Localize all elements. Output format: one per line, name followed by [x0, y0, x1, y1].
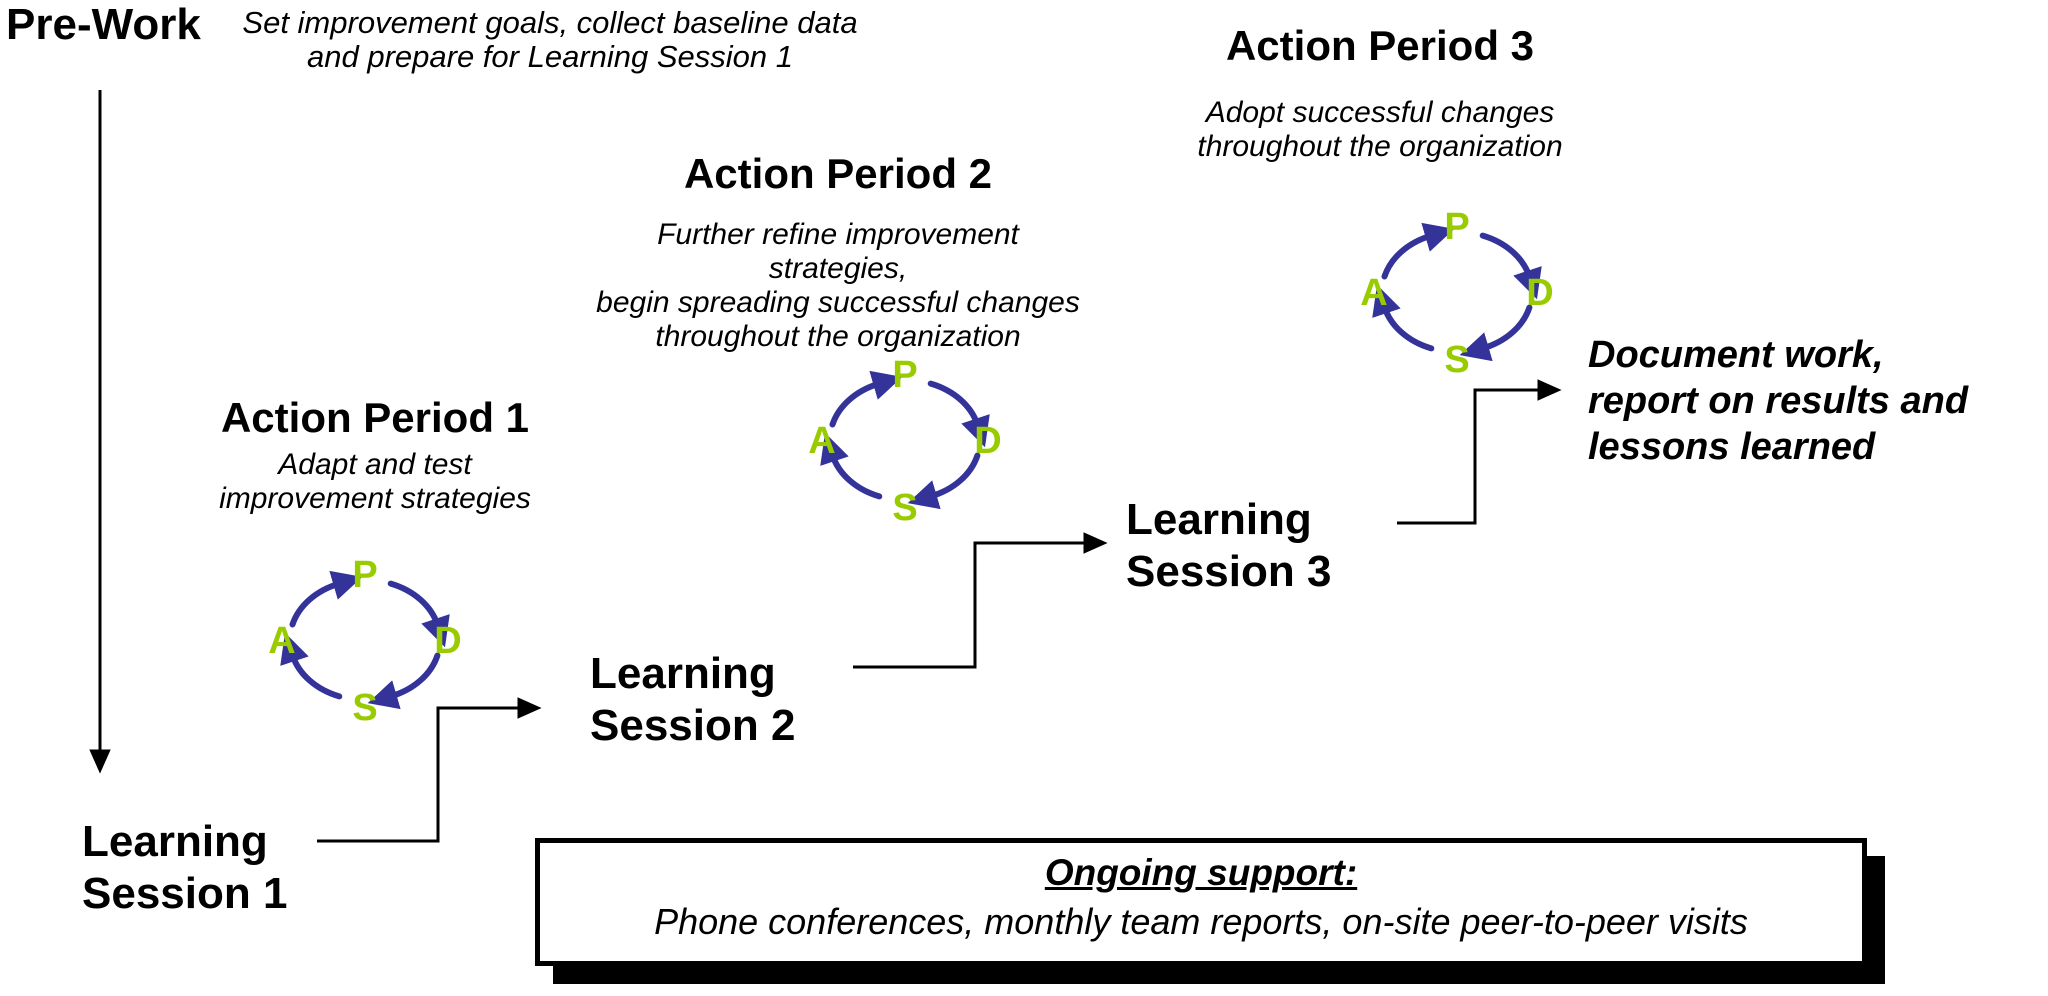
- arrow-ls3-to-outcome: [1397, 379, 1562, 525]
- action-period-2-desc-line2: begin spreading successful changes: [596, 286, 1080, 319]
- action-period-1-desc-line1: Adapt and test: [278, 448, 472, 481]
- learning-session-1-line2: Session 1: [82, 869, 288, 918]
- pdsa-arc-a-to-p: [289, 570, 363, 628]
- pdsa-letter-plan: P: [892, 354, 917, 396]
- pdsa-arc-d-to-s: [1459, 304, 1533, 362]
- learning-session-2-line2: Session 2: [590, 701, 796, 750]
- learning-session-1-label: Learning Session 1: [82, 816, 287, 920]
- action-period-1-title: Action Period 1: [220, 394, 530, 441]
- pdsa-letter-plan: P: [1444, 206, 1469, 248]
- action-period-2-desc: Further refine improvement strategies, b…: [593, 218, 1083, 354]
- learning-session-3-line2: Session 3: [1126, 547, 1332, 596]
- pdsa-letter-act: A: [1360, 272, 1387, 314]
- arrow-ls1-to-ls2: [317, 697, 542, 843]
- pdsa-arc-p-to-d: [387, 580, 450, 648]
- prework-note-line1: Set improvement goals, collect baseline …: [242, 5, 858, 40]
- pdsa-arc-d-to-s: [367, 652, 441, 710]
- prework-note: Set improvement goals, collect baseline …: [205, 6, 895, 74]
- pdsa-cycle-icon: P D S A: [808, 354, 1001, 529]
- pdsa-arc-p-to-d: [1479, 232, 1542, 300]
- pdsa-cycle-2: P D S A: [805, 354, 1005, 529]
- pdsa-letter-study: S: [352, 687, 377, 729]
- pdsa-arc-a-to-p: [1381, 222, 1455, 280]
- prework-note-line2: and prepare for Learning Session 1: [307, 39, 793, 74]
- learning-session-1-line1: Learning: [82, 817, 268, 866]
- pdsa-letter-do: D: [974, 420, 1001, 462]
- learning-session-2-label: Learning Session 2: [590, 648, 795, 752]
- action-period-3-desc-line2: throughout the organization: [1197, 130, 1563, 163]
- pdsa-arc-s-to-a: [820, 432, 883, 500]
- action-period-2-title: Action Period 2: [683, 150, 993, 197]
- pdsa-arc-s-to-a: [1372, 284, 1435, 352]
- pdsa-cycle-icon: P D S A: [1360, 206, 1553, 381]
- ongoing-support-body: Phone conferences, monthly team reports,…: [654, 901, 1748, 942]
- outcome-line1: Document work,: [1588, 334, 1884, 376]
- pdsa-arc-a-to-p: [829, 370, 903, 428]
- learning-session-3-line1: Learning: [1126, 495, 1312, 544]
- pdsa-cycle-1: P D S A: [265, 554, 465, 729]
- pdsa-arc-d-to-s: [907, 452, 981, 510]
- outcome-note: Document work, report on results and les…: [1588, 332, 1968, 470]
- pdsa-cycle-3: P D S A: [1357, 206, 1557, 381]
- pdsa-letter-act: A: [808, 420, 835, 462]
- outcome-line3: lessons learned: [1588, 426, 1876, 468]
- pdsa-letter-act: A: [268, 620, 295, 662]
- pdsa-letter-do: D: [434, 620, 461, 662]
- action-period-1-desc-line2: improvement strategies: [219, 482, 531, 515]
- pdsa-arc-p-to-d: [927, 380, 990, 448]
- pdsa-letter-study: S: [1444, 339, 1469, 381]
- action-period-2-desc-line3: throughout the organization: [655, 320, 1021, 353]
- arrow-ls2-to-ls3: [853, 532, 1108, 669]
- action-period-3-desc-line1: Adopt successful changes: [1205, 96, 1555, 129]
- action-period-2-desc-line1: Further refine improvement strategies,: [657, 218, 1019, 285]
- action-period-1-desc: Adapt and test improvement strategies: [155, 448, 595, 516]
- learning-session-3-label: Learning Session 3: [1126, 494, 1331, 598]
- pdsa-letter-plan: P: [352, 554, 377, 596]
- action-period-3-title: Action Period 3: [1225, 22, 1535, 69]
- outcome-line2: report on results and: [1588, 380, 1969, 422]
- ongoing-support-title: Ongoing support:: [1044, 852, 1358, 893]
- learning-session-2-line1: Learning: [590, 649, 776, 698]
- ongoing-support-box: Ongoing support: Phone conferences, mont…: [535, 838, 1867, 966]
- pdsa-letter-study: S: [892, 487, 917, 529]
- pdsa-letter-do: D: [1526, 272, 1553, 314]
- action-period-3-desc: Adopt successful changes throughout the …: [1135, 96, 1625, 164]
- prework-title: Pre-Work: [6, 0, 201, 49]
- pdsa-cycle-icon: P D S A: [268, 554, 461, 729]
- pdsa-arc-s-to-a: [280, 632, 343, 700]
